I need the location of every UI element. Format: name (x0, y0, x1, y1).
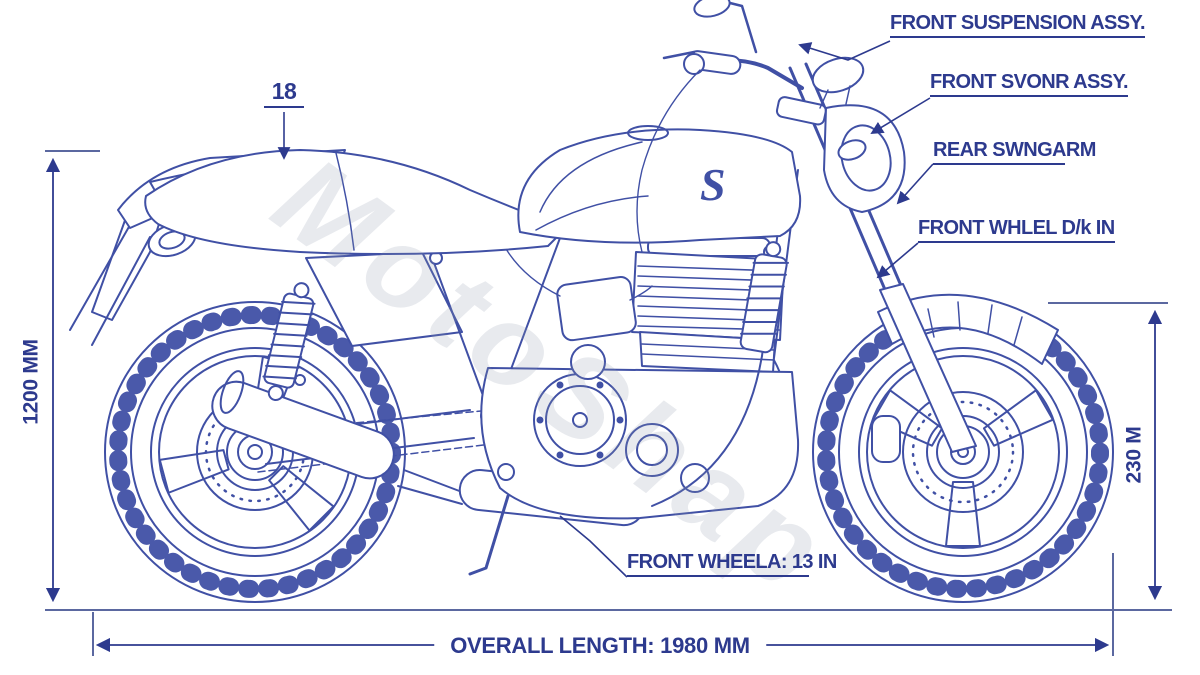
mirror (693, 0, 731, 18)
leader-rear-swingarm (896, 163, 934, 205)
overall-length-label: OVERALL LENGTH: 1980 MM (434, 633, 766, 659)
callout-rear-swingarm: REAR SWNGARM (933, 140, 1096, 165)
callout-front-wheel-dia: FRONT WHLEL D/k IN (918, 218, 1115, 243)
leader-front-wheel-size (559, 515, 628, 578)
front-fork (775, 62, 977, 453)
rear-shock-spring (262, 282, 316, 402)
leader-lines (277, 40, 934, 578)
cable (636, 69, 701, 253)
kickstand (468, 463, 515, 576)
seat (144, 149, 567, 255)
leader-front-wheel-dia (876, 242, 919, 279)
front-wheel (812, 301, 1114, 603)
handlebar (636, 0, 804, 253)
instrument-cluster (811, 56, 865, 109)
overall-height-label: 1200 MM (19, 339, 43, 425)
callout-front-wheel-size: FRONT WHEELA: 13 IN (627, 552, 837, 577)
front-height-label: 230 M (1122, 426, 1146, 484)
front-coil-spring (739, 241, 790, 354)
fuel-tank: S (517, 125, 802, 244)
callout-part-number: 18 (264, 80, 304, 108)
callout-front-shock: FRONT SVONR ASSY. (930, 72, 1129, 97)
leader-front-suspension (798, 40, 891, 61)
brake-caliper (871, 415, 901, 463)
mirror-stem (724, 0, 758, 54)
tank-logo: S (700, 159, 726, 210)
leader-front-shock (870, 97, 931, 134)
callout-front-suspension: FRONT SUSPENSION ASSY. (890, 13, 1146, 38)
dimension-lines (45, 150, 1172, 656)
